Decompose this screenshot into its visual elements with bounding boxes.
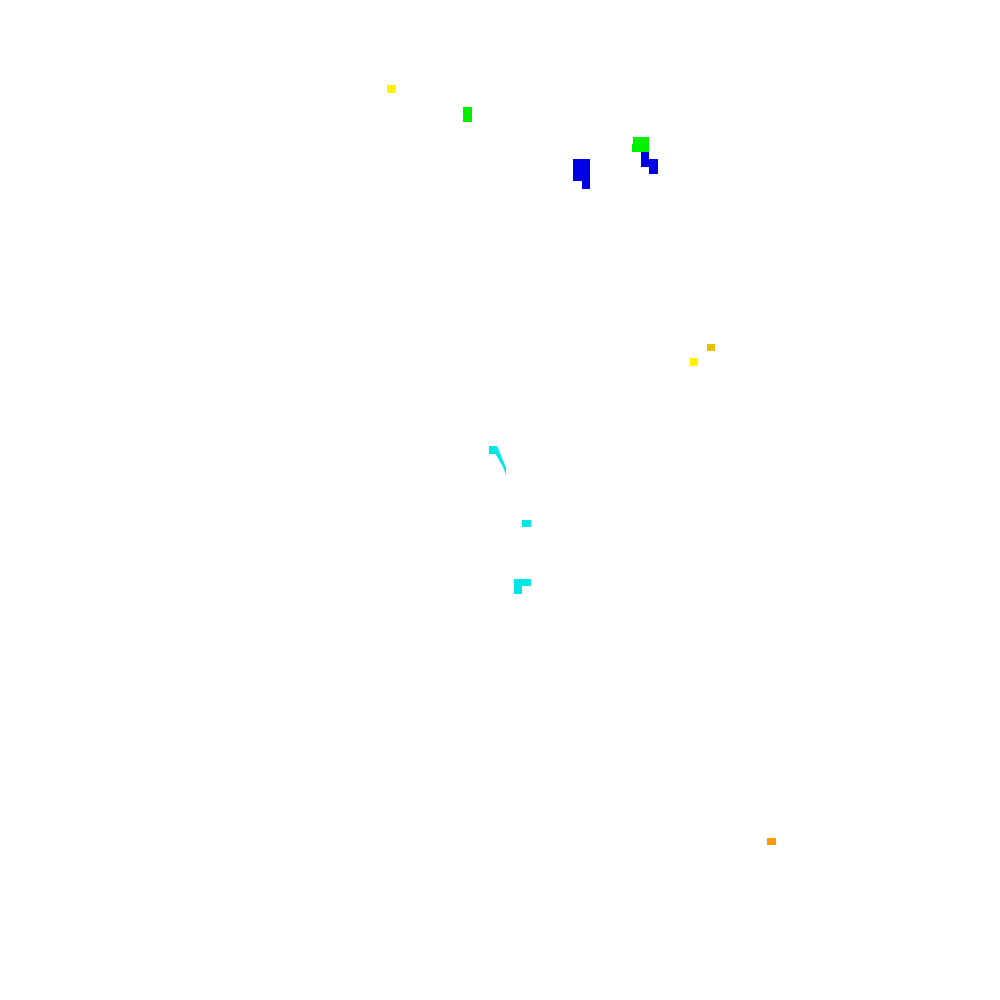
cyan-region <box>514 579 531 586</box>
green-region <box>633 137 649 152</box>
blue-region <box>573 159 590 181</box>
blue-region <box>582 181 590 189</box>
cyan-region <box>522 520 531 527</box>
green-region <box>463 107 472 122</box>
cyan-region <box>489 446 497 454</box>
blue-region <box>649 159 658 174</box>
cyan-streak-shape <box>495 446 506 475</box>
yellow-region <box>690 358 698 366</box>
gold-region <box>707 344 715 351</box>
orange-region <box>767 838 776 845</box>
yellow-region <box>387 85 396 93</box>
green-region <box>632 144 634 152</box>
blue-region <box>641 152 649 167</box>
cyan-region <box>514 586 522 594</box>
